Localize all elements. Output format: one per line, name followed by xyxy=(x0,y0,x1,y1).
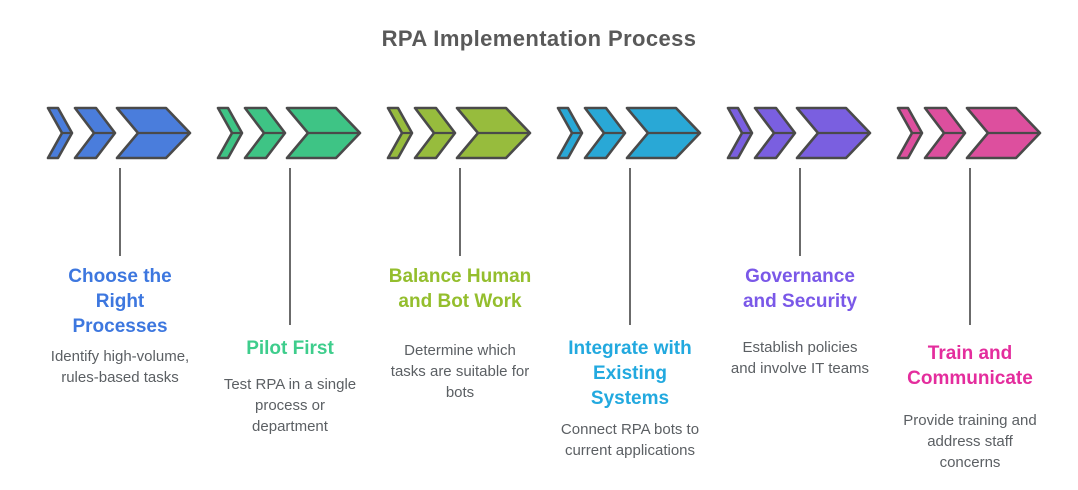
step-title: Integrate with Existing Systems xyxy=(568,338,692,409)
step-integrate-with-existing-systems: Integrate with Existing Systems Connect … xyxy=(545,0,715,490)
step-description: Determine which tasks are suitable for b… xyxy=(390,342,530,401)
step-title: Train and Communicate xyxy=(907,343,1033,389)
chevron-arrows-icon xyxy=(896,106,1042,160)
chevron-arrows-icon xyxy=(46,106,192,160)
step-description: Identify high-volume, rules-based tasks xyxy=(50,348,190,386)
step-choose-the-right-processes: Choose the Right Processes Identify high… xyxy=(35,0,205,490)
step-train-and-communicate: Train and Communicate Provide training a… xyxy=(885,0,1055,490)
step-pilot-first: Pilot First Test RPA in a single process… xyxy=(205,0,375,490)
connector-line xyxy=(459,168,461,256)
step-description: Establish policies and involve IT teams xyxy=(730,339,870,377)
connector-line xyxy=(799,168,801,256)
step-title: Balance Human and Bot Work xyxy=(388,266,532,312)
chevron-arrows-icon xyxy=(386,106,532,160)
step-description: Provide training and address staff conce… xyxy=(903,412,1037,471)
step-description: Connect RPA bots to current applications xyxy=(560,421,700,459)
step-balance-human-and-bot-work: Balance Human and Bot Work Determine whi… xyxy=(375,0,545,490)
diagram-title: RPA Implementation Process xyxy=(381,26,697,51)
step-governance-and-security: Governance and Security Establish polici… xyxy=(715,0,885,490)
connector-line xyxy=(119,168,121,256)
step-description: Test RPA in a single process or departme… xyxy=(223,376,357,435)
chevron-arrows-icon xyxy=(216,106,362,160)
connector-line xyxy=(629,168,631,325)
connector-line xyxy=(969,168,971,325)
step-title: Pilot First xyxy=(246,338,334,359)
chevron-arrows-icon xyxy=(556,106,702,160)
connector-line xyxy=(289,168,291,325)
step-title: Governance and Security xyxy=(742,266,858,312)
chevron-arrows-icon xyxy=(726,106,872,160)
step-title: Choose the Right Processes xyxy=(68,266,172,337)
